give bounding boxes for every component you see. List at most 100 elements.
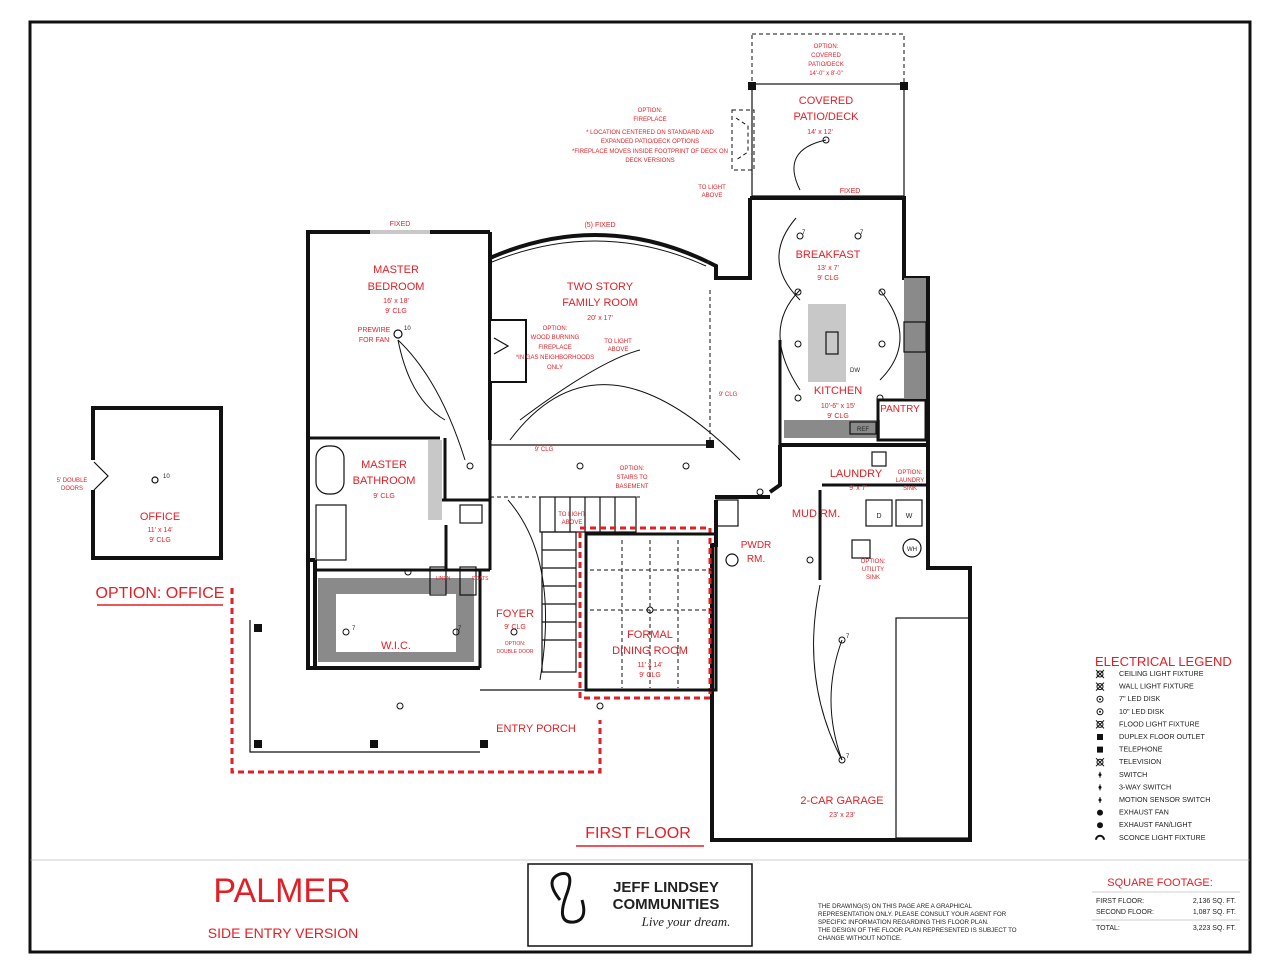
- double-door-note: OPTION:: [505, 641, 526, 647]
- fireplace-option-note: FIREPLACE: [633, 117, 666, 123]
- room-label-garage: 2-CAR GARAGE: [800, 795, 883, 807]
- garage-door: [895, 617, 971, 839]
- ceiling-fixtures: [342, 136, 886, 764]
- option-patio-note: 14'-0" x 8'-0": [809, 71, 843, 77]
- sconce-icon: [1095, 834, 1105, 840]
- option-patio-outline: [751, 33, 905, 85]
- motion-switch-icon: [1098, 797, 1102, 803]
- room-clg-breakfast: 9' CLG: [817, 275, 839, 282]
- room-dims-laundry: 9' x 7': [849, 485, 867, 492]
- legend-item-label: EXHAUST FAN/LIGHT: [1119, 820, 1193, 829]
- disclaimer-text: THE DRAWING(S) ON THIS PAGE ARE A GRAPHI…: [818, 903, 972, 910]
- to-light-note: ABOVE: [562, 520, 583, 526]
- fixture-size-label: 7: [846, 634, 850, 640]
- footage-label: TOTAL:: [1096, 925, 1120, 932]
- room-label-foyer: FOYER: [496, 608, 534, 620]
- room-label-family-room: TWO STORY: [567, 281, 634, 293]
- room-label-mud-room: MUD RM.: [792, 508, 840, 520]
- exterior-walls: [306, 196, 972, 842]
- ceiling-light-icon: [1095, 669, 1105, 679]
- disclaimer-text: CHANGE WITHOUT NOTICE.: [818, 935, 902, 942]
- laundry-sink-note: OPTION:: [898, 470, 923, 476]
- room-clg-dining: 9' CLG: [639, 672, 661, 679]
- room-dims-breakfast: 13' x 7': [817, 265, 839, 272]
- room-label-powder: RM.: [747, 554, 765, 565]
- room-dims-office: 11' x 14': [147, 527, 172, 534]
- room-dims-covered-patio: 14' x 12': [807, 129, 833, 136]
- led-disk-7-icon: [1096, 695, 1104, 703]
- laundry-sink-note: SINK: [903, 486, 917, 492]
- option-office-label: OPTION: OFFICE: [96, 585, 225, 602]
- appliance-label-water-heater: WH: [907, 547, 917, 553]
- disclaimer-text: REPRESENTATION ONLY. PLEASE CONSULT YOUR…: [818, 911, 1007, 918]
- room-clg-office: 9' CLG: [149, 537, 171, 544]
- ceiling-note: 9' CLG: [535, 447, 554, 453]
- shower: [315, 504, 347, 561]
- bathtub: [315, 445, 345, 495]
- to-light-note: ABOVE: [702, 193, 723, 199]
- room-clg-foyer: 9' CLG: [504, 624, 526, 631]
- wood-fireplace-note: FIREPLACE: [538, 345, 571, 351]
- room-label-master-bath: BATHROOM: [353, 475, 416, 487]
- appliance-label-dw: DW: [850, 368, 860, 374]
- builder-logo-mark: [550, 871, 586, 924]
- sheet-border: [28, 20, 1252, 954]
- ceiling-note: 9' CLG: [719, 392, 738, 398]
- option-patio-note: PATIO/DECK: [808, 62, 843, 68]
- plan-name: PALMER: [213, 872, 350, 910]
- room-clg-kitchen: 9' CLG: [827, 413, 849, 420]
- window-note: FIXED: [840, 188, 861, 195]
- legend-item-label: CEILING LIGHT FIXTURE: [1119, 669, 1204, 678]
- office-room: [91, 406, 223, 560]
- legend-item-label: FLOOD LIGHT FIXTURE: [1119, 719, 1200, 728]
- square-footage-title: SQUARE FOOTAGE:: [1107, 877, 1213, 889]
- to-light-note: TO LIGHT: [604, 339, 632, 345]
- legend-item-label: 10" LED DISK: [1119, 707, 1165, 716]
- room-label-master-bath: MASTER: [361, 459, 407, 471]
- legend-item-label: EXHAUST FAN: [1119, 808, 1169, 817]
- stairs-basement-note: STAIRS TO: [616, 475, 647, 481]
- fixture-size-label: 7: [860, 230, 864, 236]
- footage-label: SECOND FLOOR:: [1096, 909, 1154, 916]
- room-dims-kitchen: 10'-6" x 15': [821, 403, 855, 410]
- double-door-note: DOUBLE DOOR: [497, 649, 534, 655]
- room-label-dining: FORMAL: [627, 629, 673, 641]
- option-patio-note: COVERED: [811, 53, 841, 59]
- to-light-note: TO LIGHT: [558, 512, 586, 518]
- legend-item-label: SCONCE LIGHT FIXTURE: [1119, 833, 1206, 842]
- led-disk-10-icon: [1096, 708, 1104, 716]
- room-dims-dining: 11' x 14': [637, 662, 662, 669]
- legend-item-label: DUPLEX FLOOR OUTLET: [1119, 732, 1205, 741]
- fireplace-option-note: DECK VERSIONS: [625, 158, 674, 164]
- closet-label-linen: LINEN: [436, 576, 451, 582]
- fireplace-option-note: *FIREPLACE MOVES INSIDE FOOTPRINT OF DEC…: [572, 149, 728, 155]
- room-label-wic: W.I.C.: [381, 640, 411, 652]
- legend-item-label: MOTION SENSOR SWITCH: [1119, 795, 1210, 804]
- option-patio-note: OPTION:: [814, 44, 839, 50]
- telephone-icon: [1097, 746, 1103, 753]
- room-label-covered-patio: COVERED: [799, 95, 853, 107]
- legend-title: ELECTRICAL LEGEND: [1095, 654, 1232, 669]
- legend-item-label: TELEVISION: [1119, 757, 1161, 766]
- prewire-note: FOR FAN: [359, 337, 389, 344]
- room-label-family-room: FAMILY ROOM: [562, 297, 637, 309]
- builder-tagline: Live your dream.: [641, 914, 731, 929]
- office-doors-note: 5' DOUBLE: [57, 478, 88, 484]
- kitchen-island: [808, 304, 846, 382]
- utility-sink-note: SINK: [866, 575, 880, 581]
- footage-value: 2,136 SQ. FT.: [1193, 898, 1236, 905]
- closet-label-coats: COATS: [472, 576, 490, 582]
- disclaimer-text: THE DESIGN OF THE FLOOR PLAN REPRESENTED…: [818, 927, 1017, 934]
- builder-name: COMMUNITIES: [613, 896, 720, 913]
- footage-value: 1,087 SQ. FT.: [1193, 909, 1236, 916]
- room-label-pantry: PANTRY: [880, 404, 920, 415]
- room-dims-master-bedroom: 16' x 18': [383, 298, 409, 305]
- utility-sink-note: UTILITY: [862, 567, 884, 573]
- room-label-office: OFFICE: [140, 511, 180, 523]
- appliance-label-washer: W: [906, 513, 913, 520]
- floor-outlet-icon: [1097, 734, 1103, 740]
- room-label-covered-patio: PATIO/DECK: [794, 111, 860, 123]
- interior-walls: [308, 340, 928, 668]
